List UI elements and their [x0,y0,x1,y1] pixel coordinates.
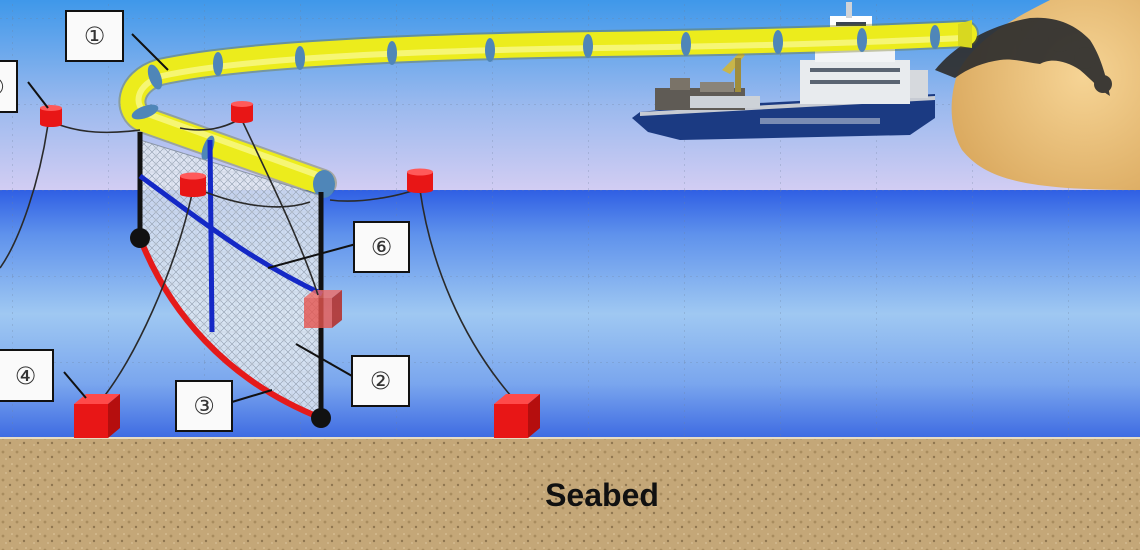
buoy-icon [231,101,253,123]
callout-1: ① [65,10,124,62]
buoy-icon [40,105,62,127]
chain-end-left [130,228,150,248]
callout-4-label: ④ [15,362,37,390]
buoy-icon [180,172,206,197]
callout-5-label: ⑤ [0,73,5,101]
seabed-ground [0,438,1140,550]
anchor-block-icon [74,394,120,438]
blue-vertical-rope [207,139,215,333]
callout-3: ③ [175,380,233,432]
callout-3-label: ③ [193,392,215,420]
chain-end-right [311,408,331,428]
callout-1-label: ① [84,22,106,50]
seabed-label: Seabed [545,477,659,513]
buoy-icon [407,168,433,193]
callout-4: ④ [0,349,54,402]
floating-pipeline [118,20,979,198]
discharge-plume [935,17,1112,97]
callout-5-partial: ⑤ [0,60,18,113]
callout-2-label: ② [370,367,392,395]
callout-6-label: ⑥ [371,233,393,261]
callout-6: ⑥ [353,221,410,273]
curtain-weight-box [304,290,342,328]
anchor-block-icon [494,394,540,438]
blue-tension-rope [138,173,324,297]
callout-2: ② [351,355,410,407]
callout-leaders [27,33,357,403]
bottom-ballast-chain [137,236,323,421]
